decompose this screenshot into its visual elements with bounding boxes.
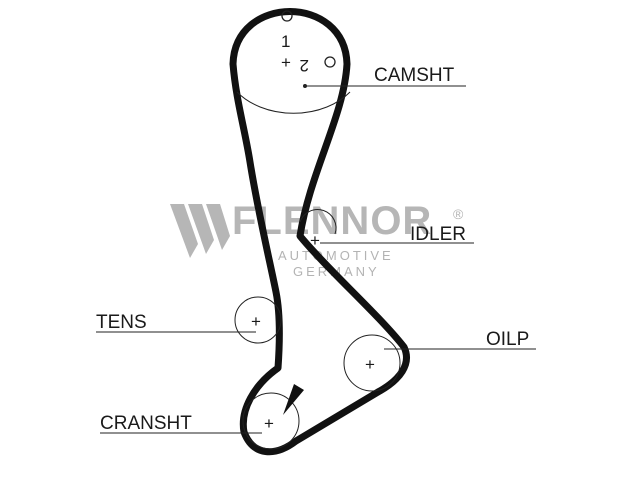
- tensioner-pulley-circle: [234, 296, 282, 344]
- camshaft-center-dot: [303, 84, 307, 88]
- camshaft-pulley: 1 2 + CAMSHT: [236, 10, 466, 114]
- oil-pump-center-mark: +: [365, 355, 375, 374]
- oil-pump-pulley: + OILP: [343, 329, 536, 392]
- crankshaft-label: CRANSHT: [100, 413, 192, 434]
- tensioner-pulley: + TENS: [96, 296, 282, 344]
- idler-label: IDLER: [410, 224, 466, 245]
- crankshaft-pulley-circle: [242, 392, 300, 450]
- idler-center-mark: +: [310, 231, 320, 250]
- crankshaft-center-mark: +: [264, 414, 274, 433]
- camshaft-pulley-arc: [236, 91, 351, 114]
- flennor-logo-icon: [170, 204, 230, 258]
- watermark-line-1: AUTOMOTIVE: [278, 248, 394, 263]
- idler-pulley-arc: [299, 209, 337, 235]
- oil-pump-label: OILP: [486, 329, 529, 350]
- camshaft-center-mark: +: [281, 53, 291, 72]
- tensioner-label: TENS: [96, 312, 147, 333]
- idler-pulley: + IDLER: [299, 209, 474, 250]
- crankshaft-timing-arrow-icon: [283, 384, 304, 415]
- watermark-registered-mark: ®: [453, 206, 464, 222]
- timing-belt: [229, 8, 410, 456]
- camshaft-mark-2: 2: [300, 56, 309, 75]
- camshaft-reference-circle: [324, 56, 336, 68]
- crankshaft-pulley: + CRANSHT: [100, 384, 304, 450]
- oil-pump-pulley-circle: [343, 334, 401, 392]
- camshaft-timing-mark-circle: [281, 10, 293, 22]
- tensioner-center-mark: +: [251, 312, 261, 331]
- camshaft-mark-1: 1: [281, 32, 290, 51]
- camshaft-label: CAMSHT: [374, 65, 455, 86]
